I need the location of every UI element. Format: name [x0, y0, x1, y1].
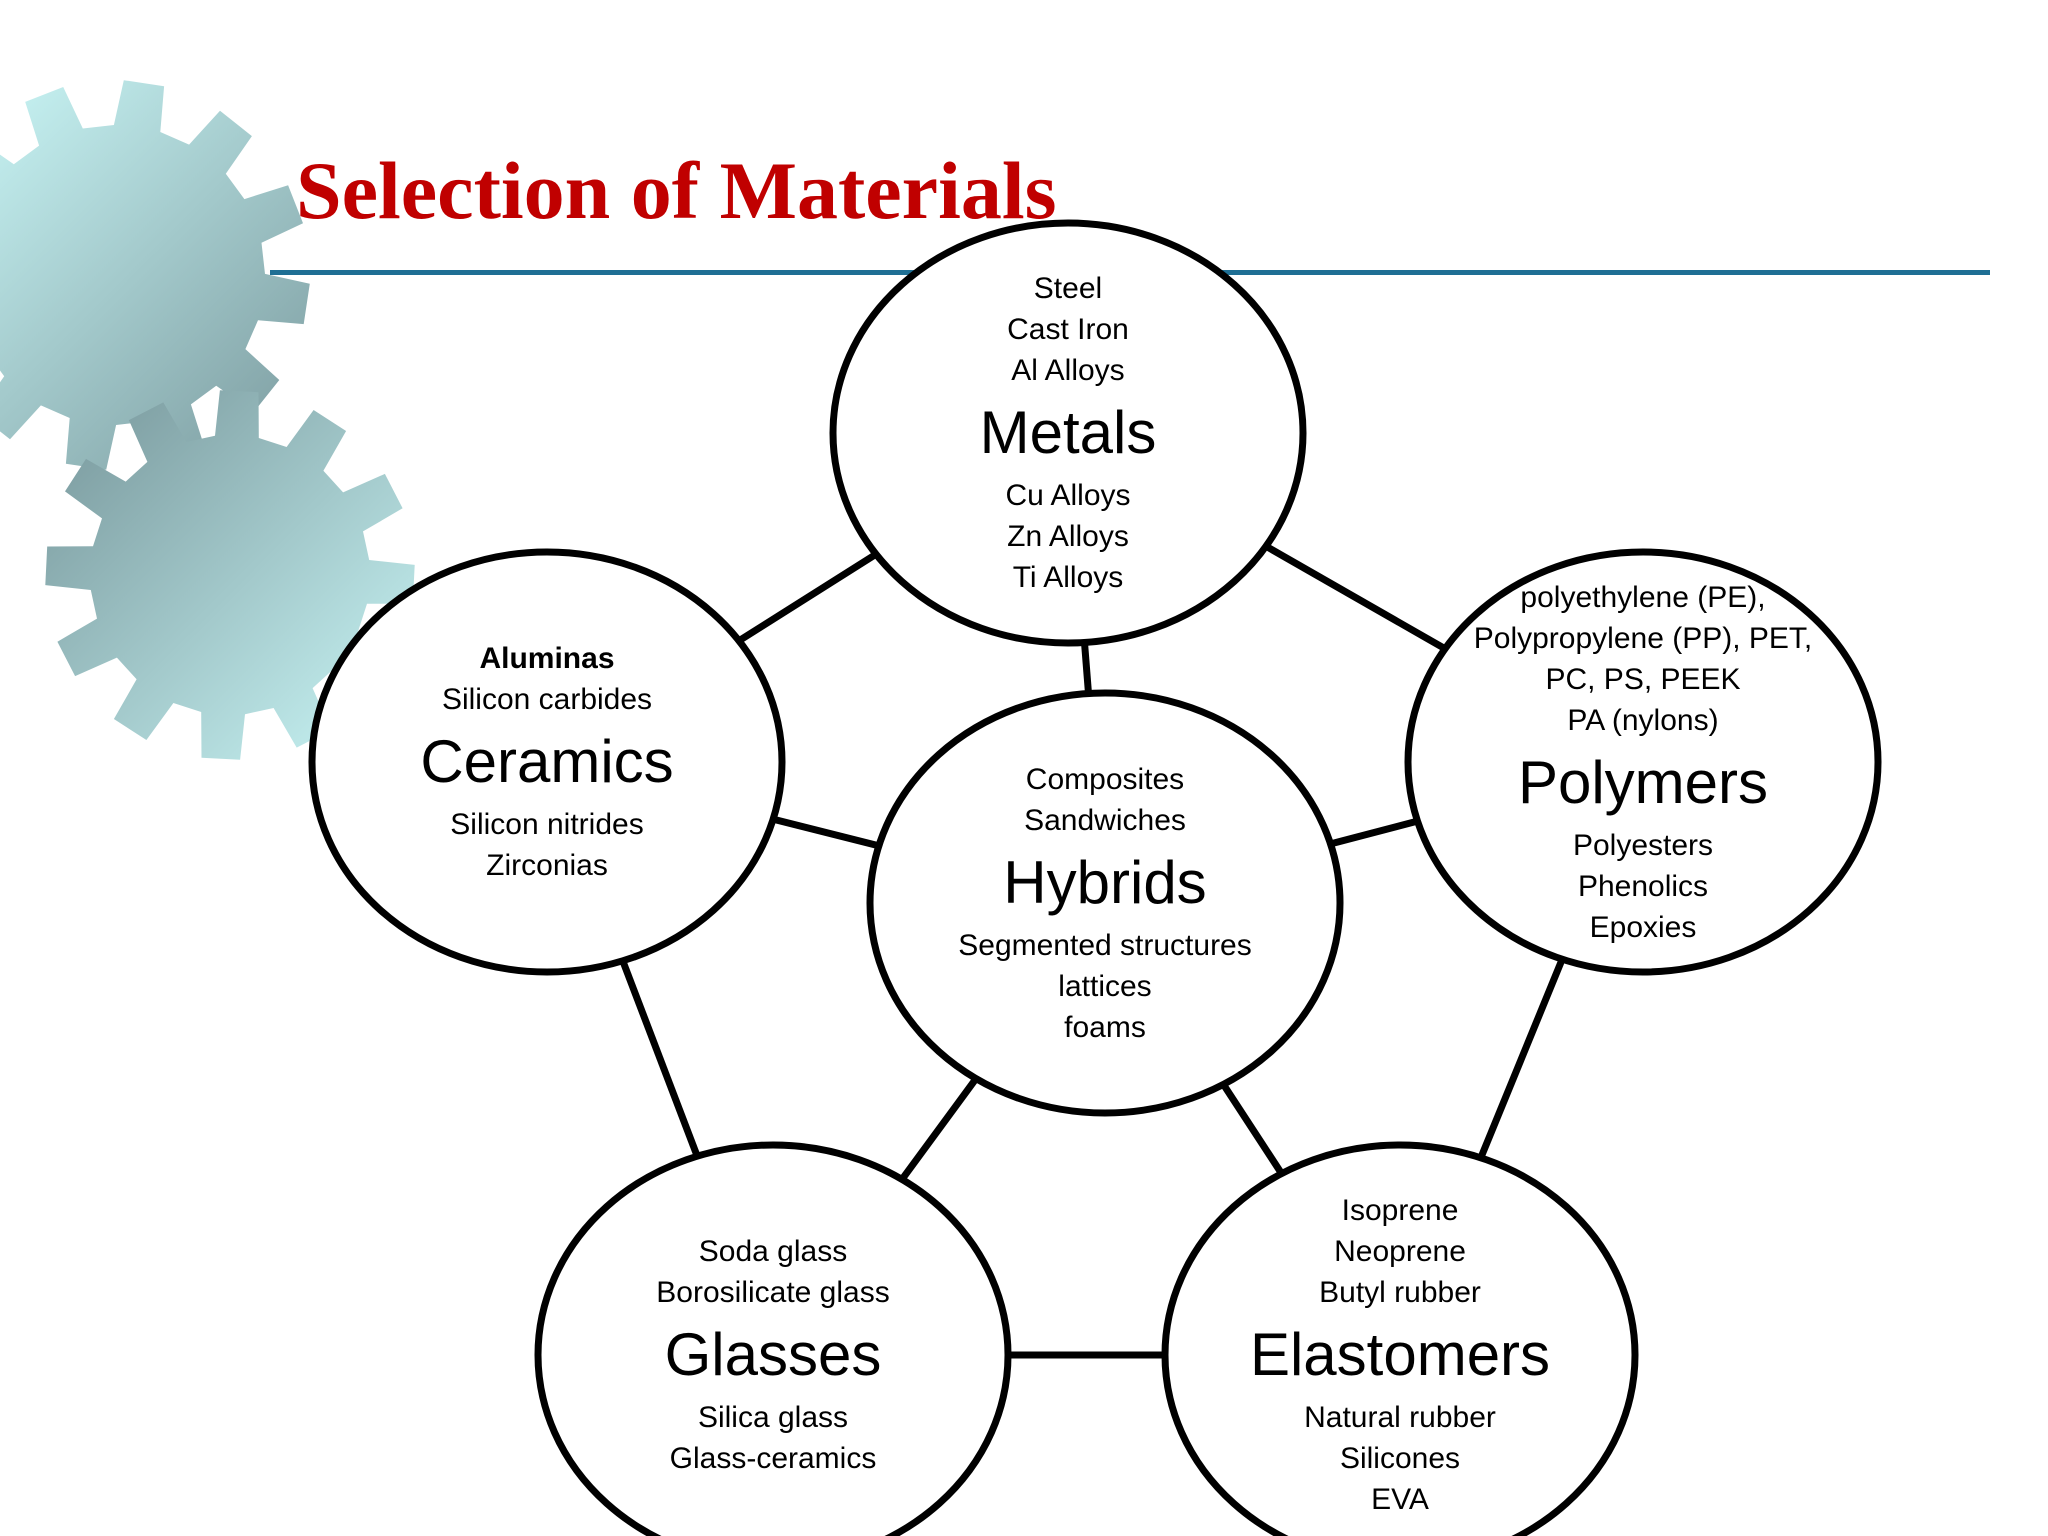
node-metals-item: Al Alloys [1011, 354, 1125, 387]
node-hybrids-ellipse [866, 689, 1344, 1117]
node-ceramics-item: Silicon nitrides [450, 808, 644, 841]
node-glasses-item: Borosilicate glass [656, 1276, 890, 1309]
node-metals-label: Metals [979, 399, 1157, 466]
node-polymers: polyethylene (PE), Polypropylene (PP), PE… [1474, 577, 1812, 948]
node-metals-item: Steel [1033, 272, 1103, 305]
node-ceramics-item: Silicon carbides [441, 683, 653, 716]
node-glasses-item: Silica glass [697, 1401, 849, 1434]
node-hybrids-label: Hybrids [1003, 849, 1207, 916]
node-elastomers-item: Natural rubber [1304, 1401, 1496, 1434]
node-ceramics-item: Zirconias [486, 849, 608, 882]
node-ceramics-label: Ceramics [420, 728, 674, 795]
node-glasses-item: Soda glass [698, 1235, 848, 1268]
node-elastomers-ellipse [1161, 1141, 1639, 1536]
node-elastomers-item: EVA [1371, 1483, 1429, 1516]
node-elastomers-item: Isoprene [1341, 1194, 1459, 1227]
node-polymers-ellipse [1404, 548, 1882, 976]
node-hybrids-item: lattices [1058, 970, 1152, 1003]
node-polymers-item: Polyesters [1572, 829, 1714, 862]
node-hybrids-item: foams [1064, 1011, 1146, 1044]
node-hybrids-item: Sandwiches [1024, 804, 1186, 837]
node-glasses-item: Glass-ceramics [669, 1442, 877, 1475]
node-hybrids-item: Segmented structures [958, 929, 1252, 962]
node-metals-item: Cast Iron [1007, 313, 1129, 346]
node-metals-item: Zn Alloys [1007, 520, 1129, 553]
node-polymers-item: polyethylene (PE), [1520, 581, 1766, 614]
node-ceramics-item: Aluminas [479, 642, 615, 675]
node-polymers-item: PC, PS, PEEK [1545, 663, 1741, 696]
node-glasses-ellipse [534, 1141, 1012, 1536]
node-elastomers-item: Butyl rubber [1319, 1276, 1481, 1309]
node-metals-item: Cu Alloys [1005, 479, 1131, 512]
node-hybrids-item: Composites [1025, 763, 1185, 796]
node-polymers-item: PA (nylons) [1567, 704, 1719, 737]
node-glasses-label: Glasses [664, 1321, 882, 1388]
gear-bottom-icon [45, 390, 415, 760]
node-polymers-item: Polypropylene (PP), PET, [1473, 622, 1813, 655]
node-polymers-item: Phenolics [1577, 870, 1709, 903]
node-elastomers-item: Silicones [1339, 1442, 1461, 1475]
node-polymers-item: Epoxies [1589, 911, 1697, 944]
gear-top-icon [0, 80, 310, 470]
node-elastomers-item: Neoprene [1334, 1235, 1466, 1268]
node-metals-ellipse [829, 219, 1307, 647]
node-metals-item: Ti Alloys [1012, 561, 1124, 594]
node-elastomers-label: Elastomers [1249, 1321, 1551, 1388]
node-ceramics-ellipse [308, 548, 786, 976]
slide-title: Selection of Materials [296, 145, 1057, 236]
node-polymers-label: Polymers [1517, 749, 1769, 816]
